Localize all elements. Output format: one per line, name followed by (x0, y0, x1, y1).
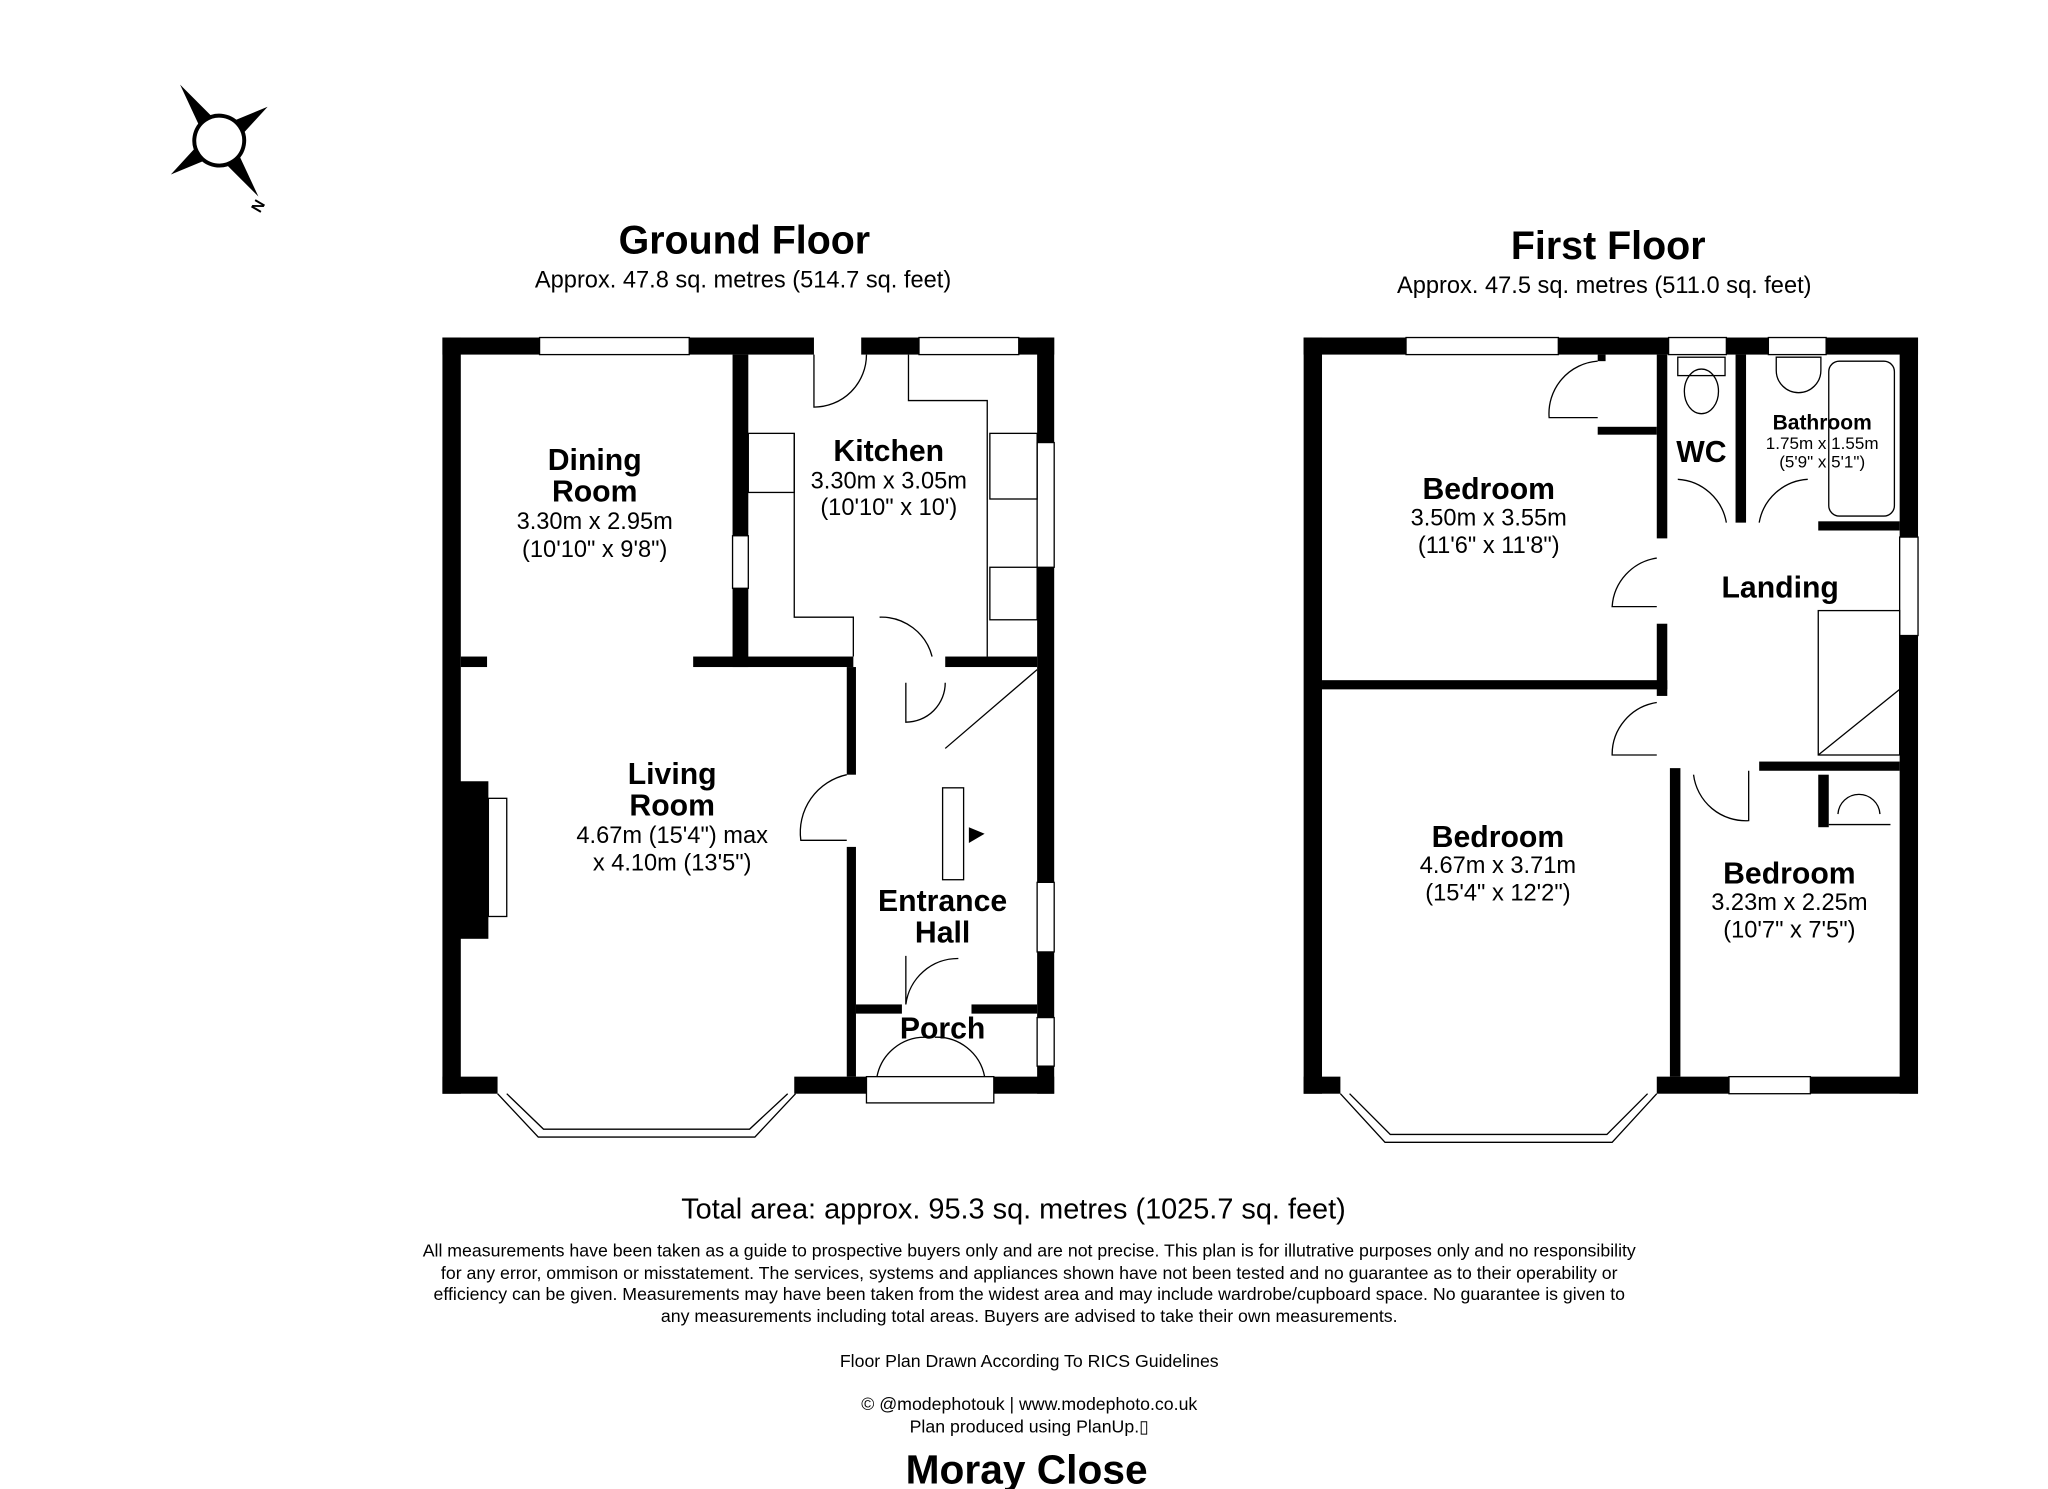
first-floor-fixtures (1339, 336, 1919, 1143)
svg-text:for any error, ommison or miss: for any error, ommison or misstatement. … (441, 1263, 1618, 1283)
svg-text:1.75m x 1.55m: 1.75m x 1.55m (1766, 434, 1879, 453)
first-floor-title: First Floor (1511, 224, 1706, 268)
ground-floor-walls (442, 337, 1055, 1094)
compass-icon (170, 84, 268, 197)
ground-floor-fixtures (487, 336, 1055, 1138)
svg-text:Hall: Hall (915, 917, 970, 950)
room-bedroom-3: Bedroom 3.23m x 2.25m (10'7" x 7'5") (1711, 858, 1867, 944)
svg-text:Living: Living (628, 758, 717, 791)
room-living-room: Living Room 4.67m (15'4") max x 4.10m (1… (576, 758, 768, 877)
property-name: Moray Close (906, 1447, 1148, 1489)
svg-text:4.67m x 3.71m: 4.67m x 3.71m (1420, 853, 1576, 879)
svg-text:3.30m x 3.05m: 3.30m x 3.05m (811, 469, 967, 495)
room-kitchen: Kitchen 3.30m x 3.05m (10'10" x 10') (811, 435, 967, 521)
svg-text:4.67m (15'4") max: 4.67m (15'4") max (576, 823, 768, 849)
credit: © @modephotouk | www.modephoto.co.uk (861, 1394, 1197, 1414)
svg-text:3.50m x 3.55m: 3.50m x 3.55m (1411, 505, 1567, 531)
svg-text:3.30m x 2.95m: 3.30m x 2.95m (517, 509, 673, 535)
svg-text:Room: Room (629, 789, 715, 822)
disclaimer: All measurements have been taken as a gu… (423, 1241, 1636, 1327)
svg-text:(5'9" x 5'1"): (5'9" x 5'1") (1779, 452, 1865, 471)
room-landing: Landing (1721, 571, 1838, 604)
ground-floor-title: Ground Floor (619, 219, 871, 263)
svg-text:Bedroom: Bedroom (1422, 473, 1555, 506)
first-floor-area: Approx. 47.5 sq. metres (511.0 sq. feet) (1397, 273, 1812, 299)
rics-note: Floor Plan Drawn According To RICS Guide… (840, 1351, 1219, 1371)
svg-text:WC: WC (1676, 436, 1726, 469)
svg-text:Bedroom: Bedroom (1432, 821, 1565, 854)
produced-by: Plan produced using PlanUp.▯ (910, 1416, 1149, 1436)
svg-text:Kitchen: Kitchen (833, 435, 944, 468)
room-porch: Porch (900, 1013, 986, 1046)
svg-text:Room: Room (552, 476, 638, 509)
svg-text:Entrance: Entrance (878, 885, 1007, 918)
svg-text:(15'4" x 12'2"): (15'4" x 12'2") (1425, 881, 1570, 907)
compass-north-label: N (249, 197, 269, 215)
svg-text:x 4.10m (13'5"): x 4.10m (13'5") (593, 851, 752, 877)
room-wc: WC (1676, 436, 1726, 469)
svg-text:All measurements have been tak: All measurements have been taken as a gu… (423, 1241, 1636, 1261)
svg-text:(11'6" x 11'8"): (11'6" x 11'8") (1418, 533, 1560, 559)
total-area: Total area: approx. 95.3 sq. metres (102… (681, 1193, 1346, 1225)
ground-floor-area: Approx. 47.8 sq. metres (514.7 sq. feet) (535, 268, 951, 294)
svg-text:Dining: Dining (548, 444, 642, 477)
svg-text:(10'10" x 9'8"): (10'10" x 9'8") (522, 537, 667, 563)
svg-text:Bathroom: Bathroom (1773, 411, 1872, 434)
room-bedroom-1: Bedroom 3.50m x 3.55m (11'6" x 11'8") (1411, 473, 1567, 559)
svg-text:any measurements including tot: any measurements including total areas. … (661, 1306, 1398, 1326)
svg-text:(10'10" x 10'): (10'10" x 10') (820, 495, 957, 521)
first-floor-walls (1303, 337, 1919, 1094)
room-dining-room: Dining Room 3.30m x 2.95m (10'10" x 9'8"… (517, 444, 673, 563)
room-bathroom: Bathroom 1.75m x 1.55m (5'9" x 5'1") (1766, 411, 1879, 471)
svg-text:efficiency can be given. Measu: efficiency can be given. Measurements ma… (434, 1284, 1626, 1304)
room-entrance-hall: Entrance Hall (878, 885, 1007, 950)
svg-text:Bedroom: Bedroom (1723, 858, 1856, 891)
svg-text:3.23m x 2.25m: 3.23m x 2.25m (1711, 890, 1867, 916)
svg-text:Landing: Landing (1721, 571, 1838, 604)
svg-text:(10'7" x 7'5"): (10'7" x 7'5") (1723, 917, 1855, 943)
room-bedroom-2: Bedroom 4.67m x 3.71m (15'4" x 12'2") (1420, 821, 1576, 907)
svg-text:Porch: Porch (900, 1013, 986, 1046)
